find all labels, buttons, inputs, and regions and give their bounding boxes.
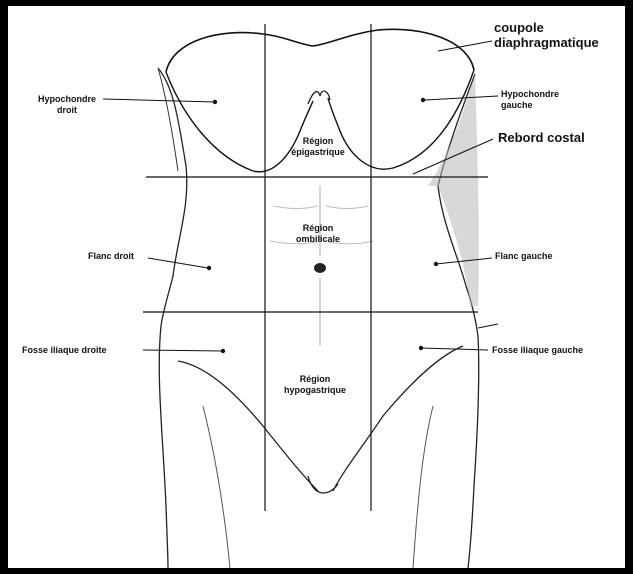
leader-coupole [438,41,492,51]
label-hypochondre-droit-line2: droit [30,105,104,116]
label-region-hypogastrique: Région hypogastrique [270,374,360,396]
navel [314,263,326,273]
dot-flanc-gauche [434,262,438,266]
label-region-epigastrique-line1: Région [278,136,358,147]
label-coupole: coupole diaphragmatique [494,20,599,50]
label-region-hypogastrique-line2: hypogastrique [270,385,360,396]
leader-flanc-droit [148,258,208,268]
dot-hypochondre-gauche [421,98,425,102]
label-hypochondre-gauche-line1: Hypochondre [501,89,559,100]
label-hypochondre-droit-line1: Hypochondre [30,94,104,105]
leader-hypochondre-droit [103,99,215,102]
label-coupole-line2: diaphragmatique [494,35,599,50]
leader-hip-right [478,324,498,328]
diaphragm-dome [166,29,474,72]
diagram-frame: coupole diaphragmatique Hypochondre droi… [8,6,625,568]
dot-fosse-iliaque-droite [221,349,225,353]
label-region-ombilicale: Région ombilicale [278,223,358,245]
dot-hypochondre-droit [213,100,217,104]
xiphoid [308,91,330,104]
label-region-epigastrique: Région épigastrique [278,136,358,158]
label-hypochondre-gauche: Hypochondre gauche [501,89,559,111]
label-coupole-line1: coupole [494,20,599,35]
label-hypochondre-gauche-line2: gauche [501,100,559,111]
label-fosse-iliaque-gauche: Fosse iliaque gauche [492,345,583,356]
label-flanc-gauche: Flanc gauche [495,251,553,262]
label-region-ombilicale-line1: Région [278,223,358,234]
leader-fosse-iliaque-droite [143,350,223,351]
label-region-epigastrique-line2: épigastrique [278,147,358,158]
groin-line-right [333,346,463,491]
label-hypochondre-droit: Hypochondre droit [30,94,104,116]
label-rebord-costal: Rebord costal [498,130,585,145]
torso-shading-right [428,74,479,306]
body-outline-left [158,68,187,568]
dot-fosse-iliaque-gauche [419,346,423,350]
leg-inner-right [413,406,433,568]
dot-flanc-droit [207,266,211,270]
label-region-ombilicale-line2: ombilicale [278,234,358,245]
leg-inner-left [203,406,230,568]
label-fosse-iliaque-droite: Fosse iliaque droite [22,345,107,356]
label-region-hypogastrique-line1: Région [270,374,360,385]
label-flanc-droit: Flanc droit [88,251,134,262]
